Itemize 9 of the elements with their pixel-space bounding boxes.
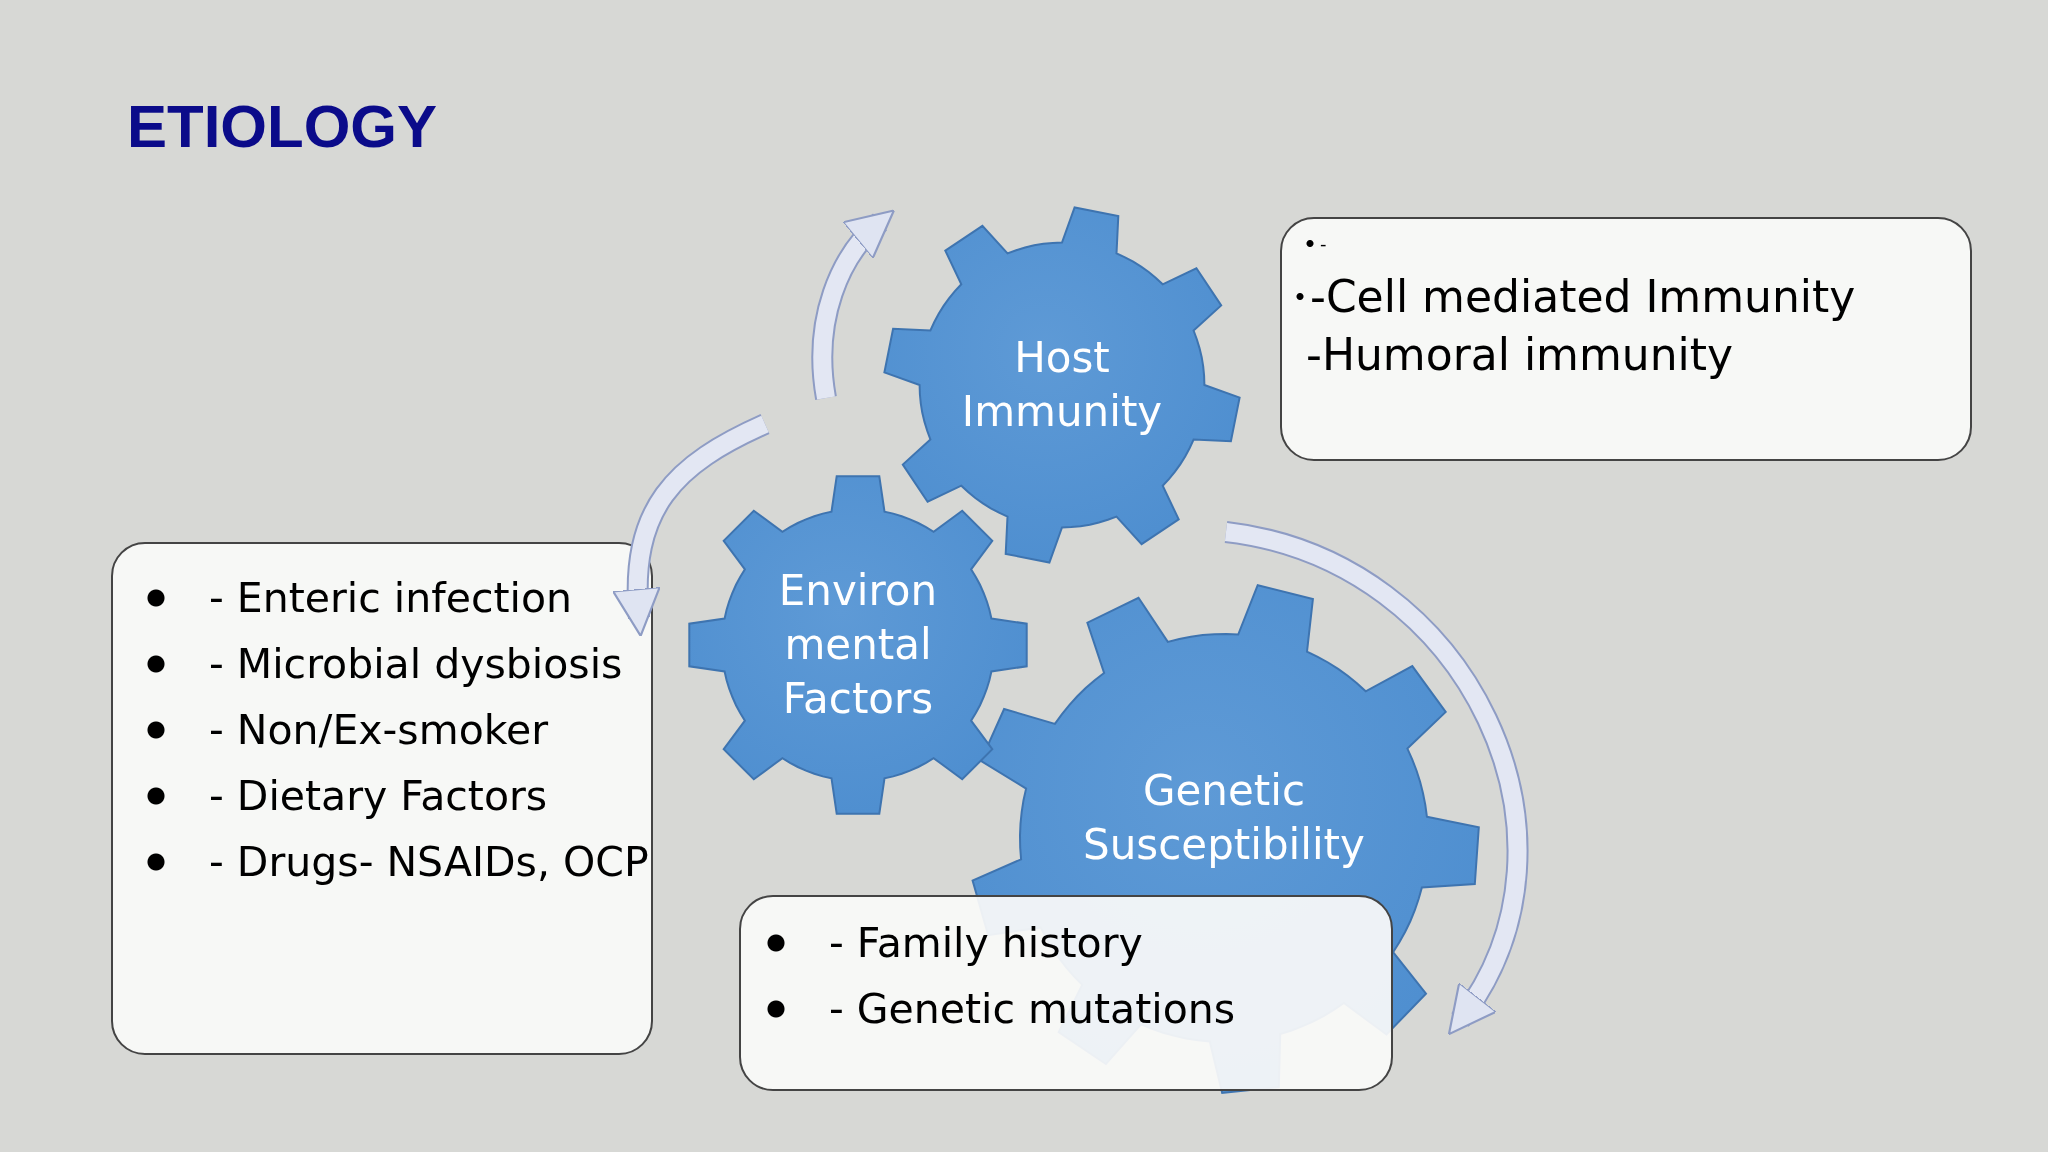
list-item: -Humoral immunity xyxy=(1306,329,1734,380)
gear-label: Genetic Susceptibility xyxy=(1082,765,1366,871)
gear-label: Host Immunity xyxy=(960,332,1164,438)
slide-title: ETIOLOGY xyxy=(127,92,438,161)
gear-label: Environ mental Factors xyxy=(777,565,939,725)
curved-arrow xyxy=(613,414,770,638)
text-card xyxy=(739,895,1393,1091)
text-card xyxy=(111,542,653,1055)
text-card xyxy=(1280,217,1972,461)
